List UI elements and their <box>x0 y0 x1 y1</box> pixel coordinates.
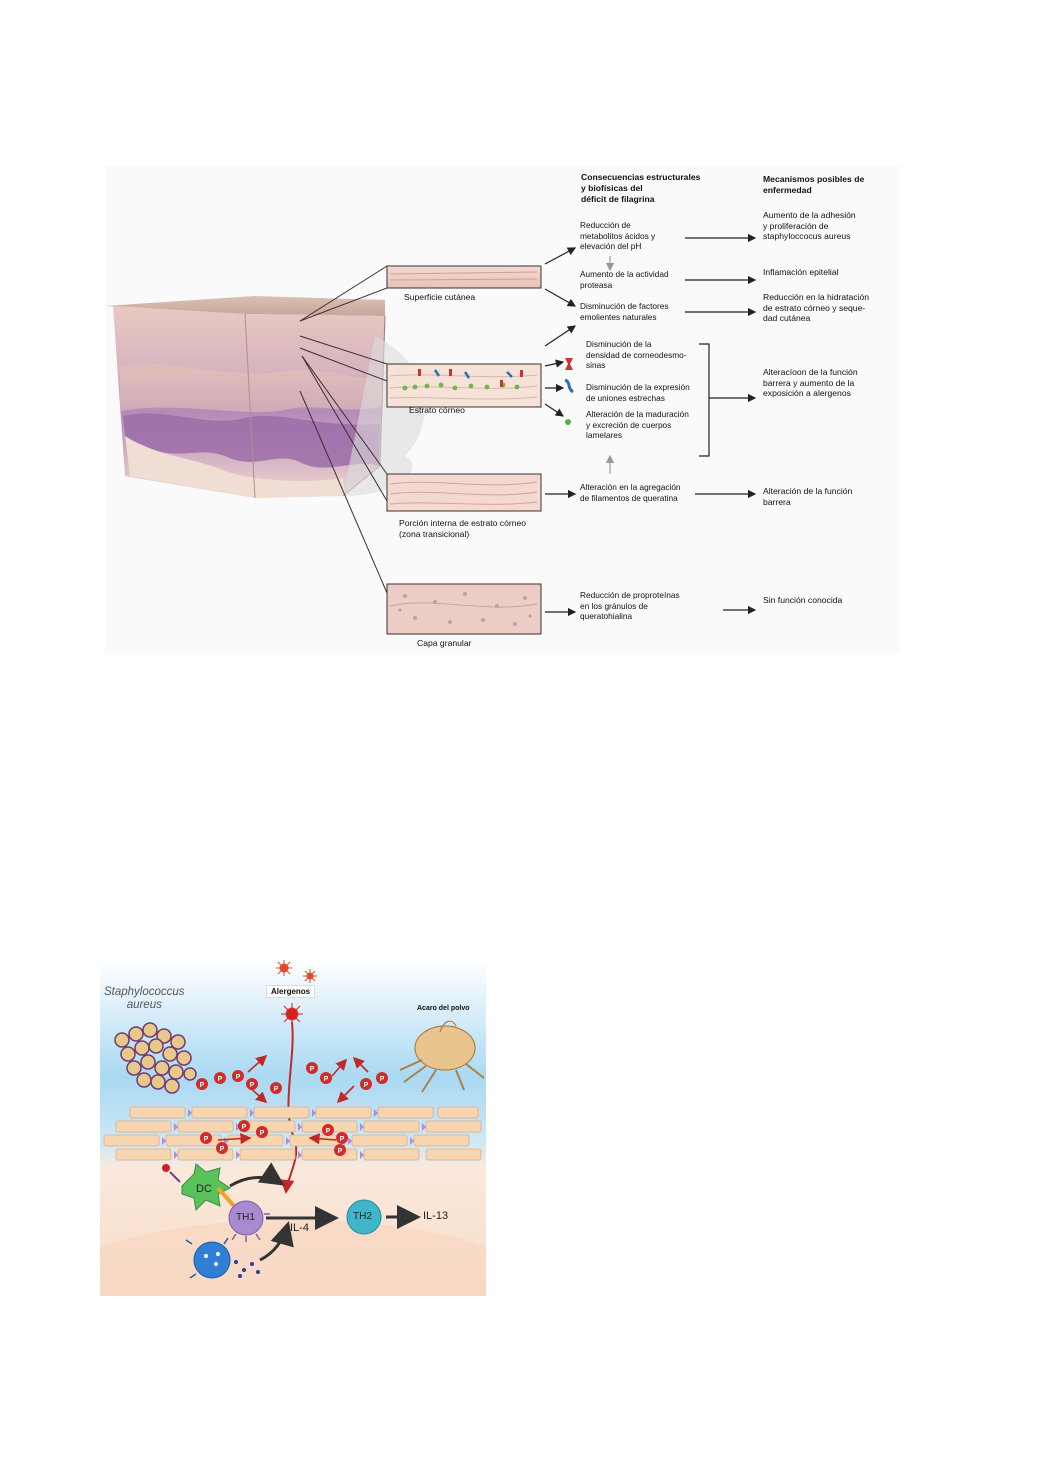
p-label: P <box>200 1082 205 1089</box>
p-label: P <box>204 1136 209 1143</box>
junction-marks <box>162 1109 426 1159</box>
protease-badges <box>196 1062 388 1156</box>
consequence-keratin-aggregation: Alteración en la agregación de filamento… <box>580 482 681 503</box>
lamellar-body-icon <box>565 419 571 425</box>
mechanism-staph: Aumento de la adhesión y proliferación d… <box>763 210 856 241</box>
tight-junction-icon <box>564 378 574 394</box>
consequence-protease: Aumento de la actividad proteasa <box>580 269 669 290</box>
staph-label: Staphylococcus aureus <box>104 986 185 1011</box>
staph-cluster <box>114 1022 197 1094</box>
consequence-proproteins: Reducción de proproteínas en los gránulo… <box>580 590 680 621</box>
epidermis-bricks <box>103 1106 482 1161</box>
p-label: P <box>338 1148 343 1155</box>
p-label: P <box>324 1076 329 1083</box>
p-label: P <box>326 1128 331 1135</box>
strip-inner-corneum-art <box>386 473 542 512</box>
figure1-graphics <box>105 233 757 635</box>
p-label: P <box>274 1086 279 1093</box>
mechanism-barrier-allergens: Alteracíoon de la función barrera y aume… <box>763 367 858 398</box>
immune-response-figure: P P P P P P P P P P P P P P P P <box>100 960 486 1296</box>
header-consequences: Consecuencias estructurales y biofísicas… <box>581 172 701 204</box>
strip-surface-art <box>386 265 542 289</box>
mast-arrow <box>259 1221 294 1262</box>
p-label: P <box>220 1146 225 1153</box>
caption-surface: Superficie cutánea <box>404 292 476 302</box>
allergens-label: Alergenos <box>266 985 316 998</box>
corneodesmosome-icon <box>565 358 573 370</box>
consequence-lamellar-bodies: Alteración de la maduración y excreción … <box>586 409 689 440</box>
dust-mite <box>399 1020 485 1093</box>
consequence-acid-metabolites: Reducción de metabolitos ácidos y elevac… <box>580 220 656 251</box>
figure2-graphics: P P P P P P P P P P P P P P P P <box>100 960 486 1296</box>
caption-stratum-corneum: Estrato córneo <box>409 405 465 415</box>
p-label: P <box>250 1082 255 1089</box>
th2-cell <box>346 1199 382 1235</box>
connector-lines <box>299 265 388 594</box>
dc-arrow <box>229 1162 285 1188</box>
header-mechanisms: Mecanismos posibles de enfermedad <box>763 174 865 195</box>
dc-th1-link <box>216 1186 236 1208</box>
p-label: P <box>310 1066 315 1073</box>
mechanism-inflammation: Inflamación epitelial <box>763 267 839 277</box>
caption-granular: Capa granular <box>417 638 472 648</box>
p-label: P <box>218 1076 223 1083</box>
mechanism-unknown: Sin función conocida <box>763 595 843 605</box>
p-label: P <box>340 1136 345 1143</box>
dendritic-cell <box>162 1163 231 1212</box>
protease-badge-labels: P P P P P P P P P P P P P P P P <box>200 1066 385 1155</box>
filaggrin-deficit-figure: Consecuencias estructurales y biofísicas… <box>105 166 900 653</box>
bracket <box>699 343 710 457</box>
p-label: P <box>260 1130 265 1137</box>
p-label: P <box>364 1082 369 1089</box>
p-label: P <box>380 1076 385 1083</box>
mechanism-barrier: Alteración de la función barrera <box>763 486 853 507</box>
il13-label: IL-13 <box>423 1210 449 1222</box>
mechanism-hydration: Reducción en la hidratación de estrato c… <box>763 292 870 323</box>
consequence-tight-junctions: Disminución de la expresión de uniones e… <box>586 382 690 403</box>
th2-label: TH2 <box>353 1211 372 1222</box>
th1-label: TH1 <box>236 1212 255 1223</box>
dc-label: DC <box>196 1183 212 1195</box>
mite-label: Acaro del polvo <box>417 1005 470 1012</box>
skin-block-illustration <box>105 296 425 499</box>
consequence-corneodesmosomes: Disminución de la densidad de corneodesm… <box>586 339 687 370</box>
flow-arrows <box>544 233 757 617</box>
allergen-particles <box>276 960 317 1025</box>
strip-corneum-art <box>386 363 542 408</box>
consequence-emollients: Disminución de factores emolientes natur… <box>580 301 669 322</box>
mast-cell <box>185 1237 260 1279</box>
p-label: P <box>236 1074 241 1081</box>
th1-cell <box>228 1200 270 1242</box>
il4-label: IL-4 <box>290 1222 309 1234</box>
caption-inner-corneum: Porción interna de estrato córneo (zona … <box>399 518 527 539</box>
strip-granular-art <box>386 583 542 635</box>
p-label: P <box>242 1124 247 1131</box>
